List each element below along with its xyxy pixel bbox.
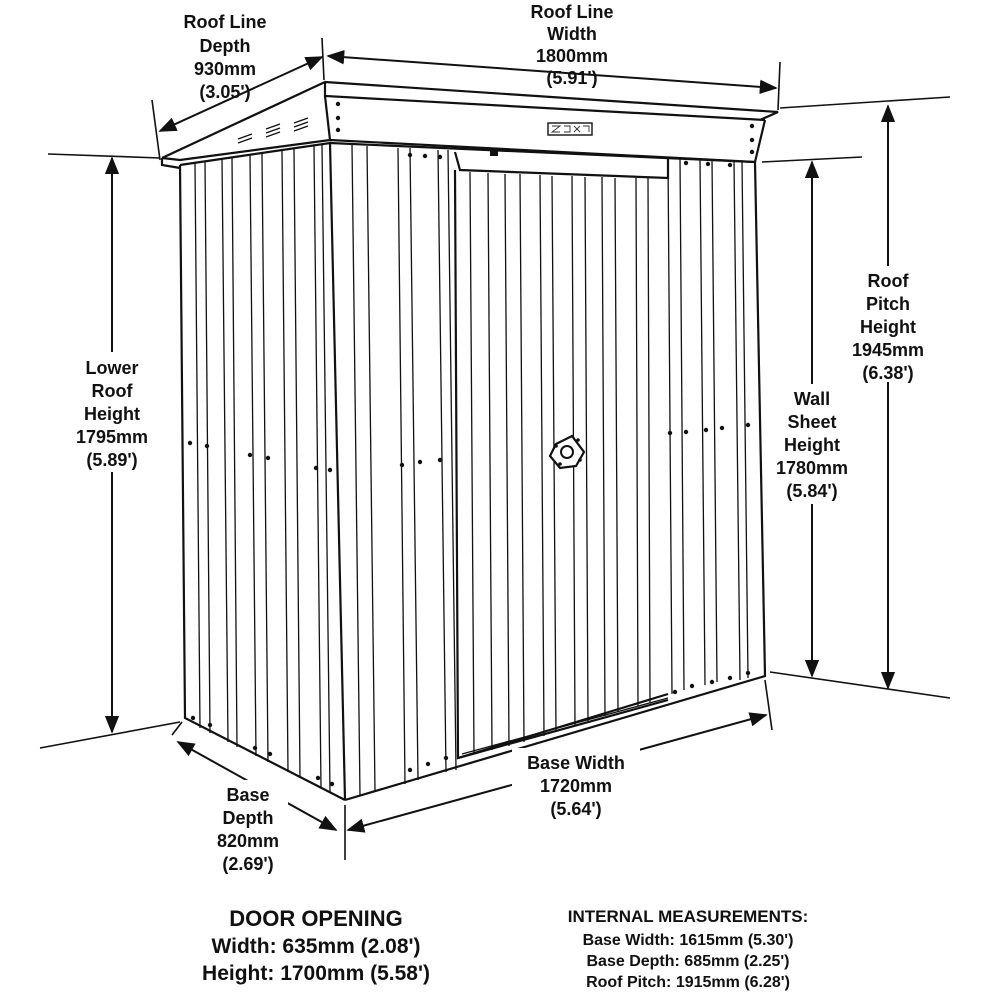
base-depth-ft: (2.69') [222,854,273,874]
roof-line-depth-mm: 930mm [194,59,256,79]
wall-sheet-height-ft: (5.84') [786,481,837,501]
label-wall-sheet-height: Wall Sheet Height 1780mm (5.84') [768,384,856,504]
roof-vents [237,117,309,144]
wall-sheet-height-label-2: Sheet [787,412,836,432]
label-roof-line-width: Roof Line Width 1800mm (5.91') [531,2,614,88]
roof-line-depth-label-2: Depth [200,36,251,56]
label-base-width: Base Width 1720mm (5.64') [512,748,640,819]
side-wall-bolts [187,440,335,787]
roof-pitch-height-label-2: Pitch [866,294,910,314]
roof-line-width-ft: (5.91') [546,68,597,88]
internal-roof-pitch: Roof Pitch: 1915mm (6.28') [586,974,790,991]
base-depth-label-2: Depth [223,808,274,828]
base-depth-mm: 820mm [217,831,279,851]
lower-roof-height-label-1: Lower [85,358,138,378]
roof-pitch-height-label-3: Height [860,317,916,337]
lower-roof-height-ft: (5.89') [86,450,137,470]
label-base-depth: Base Depth 820mm (2.69') [208,780,288,874]
roof-pitch-height-label-1: Roof [868,271,910,291]
wall-sheet-height-mm: 1780mm [776,458,848,478]
side-wall [178,141,347,801]
base-depth-label-1: Base [226,785,269,805]
door-opening-title: DOOR OPENING [229,906,403,931]
base-width-ft: (5.64') [550,799,601,819]
internal-measurements-title: INTERNAL MEASUREMENTS: [568,907,809,926]
label-roof-pitch-height: Roof Pitch Height 1945mm (6.38') [846,266,930,383]
door-opening-note: DOOR OPENING Width: 635mm (2.08') Height… [202,906,430,985]
wall-sheet-height-label-1: Wall [794,389,830,409]
roof-pitch-height-ft: (6.38') [862,363,913,383]
roof-bolts [335,101,755,155]
internal-measurements-note: INTERNAL MEASUREMENTS: Base Width: 1615m… [568,907,809,991]
roof-line-depth-label-1: Roof Line [184,12,267,32]
wall-sheet-height-label-3: Height [784,435,840,455]
shed-drawing [160,80,779,802]
roof-line-width-label-2: Width [547,24,597,44]
internal-base-depth: Base Depth: 685mm (2.25') [587,953,790,970]
label-roof-line-depth: Roof Line Depth 930mm (3.05') [184,12,267,102]
lower-roof-height-mm: 1795mm [76,427,148,447]
base-width-label-1: Base Width [527,753,625,773]
label-lower-roof-height: Lower Roof Height 1795mm (5.89') [66,352,158,472]
roof-line-width-mm: 1800mm [536,46,608,66]
roof-line-depth-ft: (3.05') [199,82,250,102]
roof-pitch-height-mm: 1945mm [852,340,924,360]
lower-roof-height-label-3: Height [84,404,140,424]
door-handle-icon [548,434,586,470]
base-width-mm: 1720mm [540,776,612,796]
door-opening-height: Height: 1700mm (5.58') [202,962,430,985]
internal-base-width: Base Width: 1615mm (5.30') [583,932,794,949]
lower-roof-height-label-2: Roof [92,381,134,401]
brand-logo-icon [547,122,593,136]
roof-line-width-label-1: Roof Line [531,2,614,22]
front-wall [329,141,767,802]
door-opening-width: Width: 635mm (2.08') [211,935,420,958]
